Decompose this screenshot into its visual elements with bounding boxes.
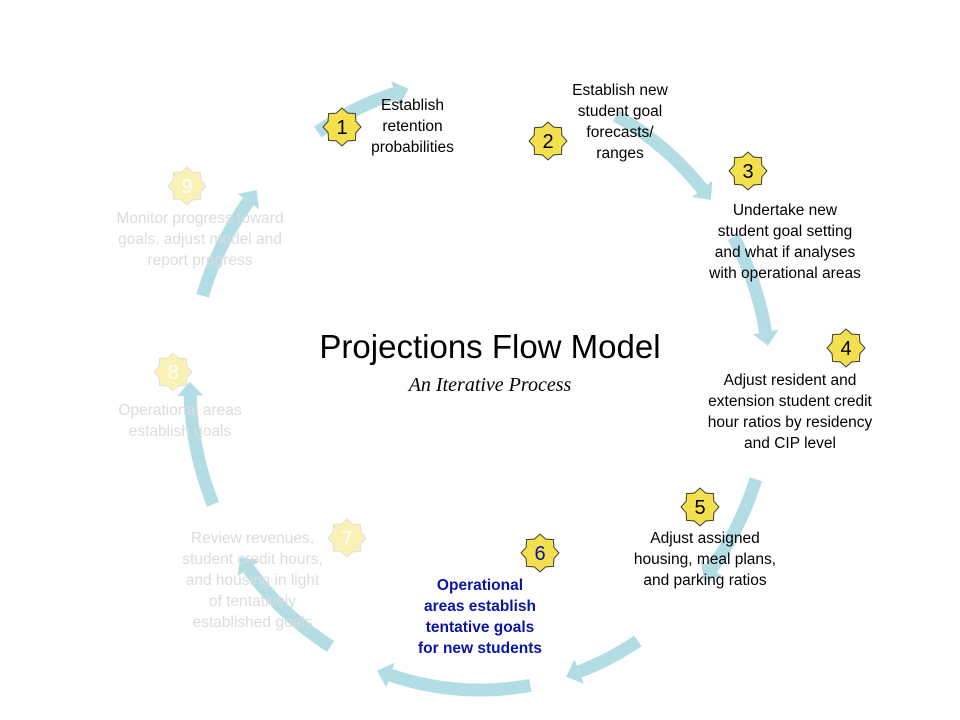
cycle-arrowhead-icon <box>391 81 409 106</box>
cycle-arrowhead-icon <box>237 190 259 209</box>
cycle-arrow-segment <box>727 234 772 334</box>
cycle-arrow-segment <box>576 635 642 678</box>
step-6-line: areas establish <box>423 598 536 615</box>
step-4-line: extension student credit <box>708 393 872 410</box>
step-7-badge: 7 <box>327 518 367 558</box>
step-4-text: Adjust resident and extension student cre… <box>680 370 900 454</box>
step-9-badge: 9 <box>167 166 207 206</box>
step-8-line: establish goals <box>128 423 232 440</box>
step-8-line: Operational areas <box>118 402 242 419</box>
cycle-arrowhead-icon <box>752 329 779 346</box>
cycle-arrowhead-icon <box>177 381 204 397</box>
star-badge-icon <box>728 151 768 191</box>
star-badge-icon <box>680 487 720 527</box>
step-5-line: housing, meal plans, <box>633 551 777 568</box>
star-badge-icon <box>327 518 367 558</box>
star-badge-icon <box>167 166 207 206</box>
step-6-text: Operational areas establish tentative goal… <box>395 575 565 659</box>
cycle-arrow-segment <box>196 197 254 298</box>
step-number-label: 8 <box>167 362 178 384</box>
step-9-line: goals, adjust model and <box>118 231 282 248</box>
step-2-line: student goal <box>577 103 663 120</box>
step-4-line: Adjust resident and <box>723 372 857 389</box>
step-number-label: 3 <box>742 161 753 183</box>
step-6-line: for new students <box>417 640 542 657</box>
step-1-line: probabilities <box>371 139 454 156</box>
cycle-arrow-segment <box>388 668 532 697</box>
step-9-text: Monitor progress toward goals, adjust mod… <box>90 208 310 271</box>
step-number-label: 7 <box>341 528 352 550</box>
step-2-badge: 2 <box>528 121 568 161</box>
step-8-badge: 8 <box>153 352 193 392</box>
step-7-line: Review revenues, <box>190 530 315 547</box>
step-number-label: 9 <box>181 176 192 198</box>
step-7-line: established goals <box>192 614 313 631</box>
step-5-line: Adjust assigned <box>650 530 760 547</box>
step-3-line: Undertake new <box>732 202 838 219</box>
step-3-text: Undertake new student goal setting and wha… <box>680 200 890 284</box>
step-4-badge: 4 <box>826 328 866 368</box>
step-5-badge: 5 <box>680 487 720 527</box>
cycle-arrowhead-icon <box>237 557 259 577</box>
step-1-line: retention <box>382 118 443 135</box>
cycle-arrow-segment <box>612 110 708 194</box>
star-badge-icon <box>528 121 568 161</box>
star-badge-icon <box>826 328 866 368</box>
step-2-text: Establish new student goal forecasts/range… <box>550 80 690 164</box>
step-1-line: Establish <box>381 97 444 114</box>
step-5-text: Adjust assigned housing, meal plans, and p… <box>610 528 800 591</box>
step-3-badge: 3 <box>728 151 768 191</box>
step-2-line: forecasts/ <box>586 124 654 141</box>
step-5-line: and parking ratios <box>643 572 767 589</box>
star-badge-icon <box>520 533 560 573</box>
star-badge-icon <box>153 352 193 392</box>
step-number-label: 2 <box>542 131 553 153</box>
step-4-line: and CIP level <box>744 435 836 452</box>
cycle-arrow-segment <box>706 477 762 573</box>
cycle-arrow-segment <box>183 395 220 507</box>
cycle-arrowhead-icon <box>701 561 723 580</box>
step-9-line: Monitor progress toward <box>116 210 284 227</box>
step-number-label: 4 <box>840 338 851 360</box>
step-3-line: student goal setting <box>717 223 853 240</box>
step-7-line: student credit hours, <box>182 551 323 568</box>
cycle-arrowhead-icon <box>377 662 395 688</box>
step-number-label: 6 <box>534 543 545 565</box>
cycle-arrowhead-icon <box>692 180 713 200</box>
step-9-line: report progress <box>147 252 253 269</box>
cycle-arrowhead-icon <box>566 659 584 684</box>
step-number-label: 5 <box>694 497 705 519</box>
step-7-line: of tentatively <box>208 593 297 610</box>
star-badge-icon <box>322 107 362 147</box>
step-3-line: with operational areas <box>709 265 861 282</box>
step-4-line: hour ratios by residency <box>707 414 873 431</box>
step-6-line: tentative goals <box>425 619 535 636</box>
step-7-line: and housing in light <box>185 572 320 589</box>
step-1-badge: 1 <box>322 107 362 147</box>
step-7-text: Review revenues, student credit hours, and… <box>160 528 345 633</box>
step-2-line: ranges <box>596 145 644 162</box>
step-8-text: Operational areas establish goals <box>95 400 265 442</box>
step-number-label: 1 <box>336 117 347 139</box>
cycle-arrow-segment <box>243 564 335 652</box>
diagram-title: Projections Flow Model <box>319 328 661 365</box>
step-3-line: and what if analyses <box>714 244 856 261</box>
diagram-subtitle: An Iterative Process <box>408 374 572 396</box>
step-2-line: Establish new <box>572 82 668 99</box>
step-6-badge: 6 <box>520 533 560 573</box>
step-1-text: Establish retention probabilities <box>345 95 480 158</box>
step-6-line: Operational <box>436 577 524 594</box>
